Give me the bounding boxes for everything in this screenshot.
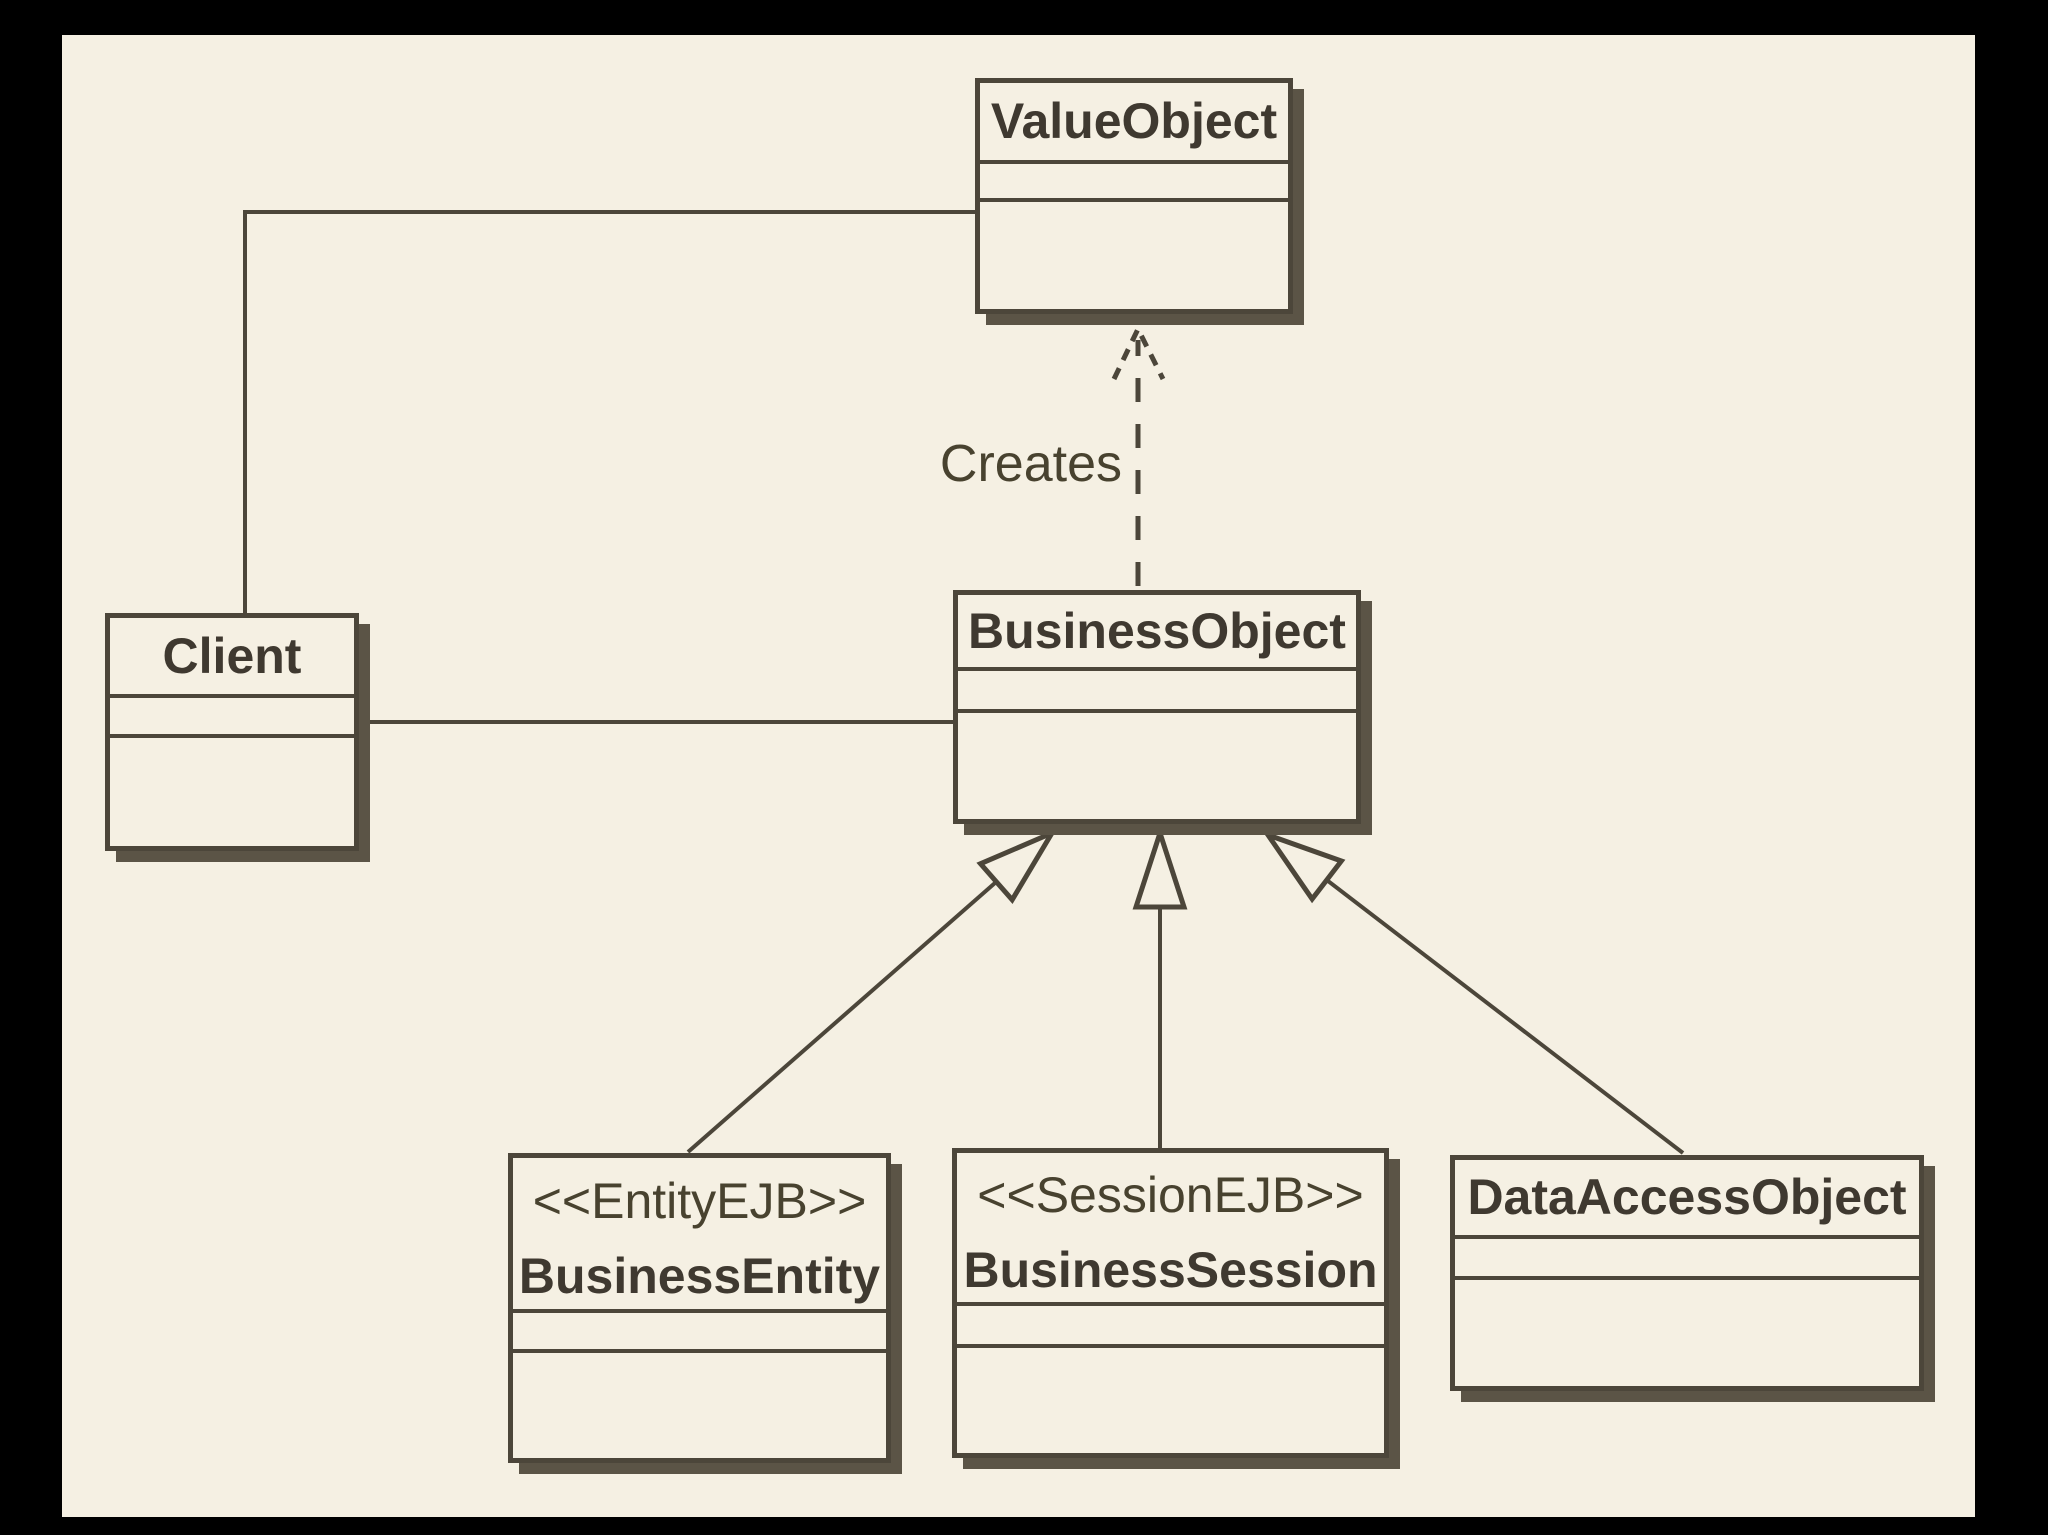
association-client-valueobject	[243, 210, 975, 613]
attributes-compartment	[110, 698, 354, 738]
class-stereotype: <<SessionEJB>>	[977, 1167, 1364, 1223]
dependency-arrowhead-icon	[1111, 323, 1166, 381]
operations-compartment	[958, 713, 1356, 819]
operations-compartment	[110, 738, 354, 846]
attributes-compartment	[980, 164, 1288, 202]
class-title-compartment: DataAccessObject	[1455, 1160, 1919, 1239]
operations-compartment	[1455, 1280, 1919, 1386]
class-title-compartment: <<EntityEJB>> BusinessEntity	[513, 1158, 886, 1313]
class-title-compartment: BusinessObject	[958, 595, 1356, 671]
class-dataaccessobject: DataAccessObject	[1450, 1155, 1924, 1391]
attributes-compartment	[958, 671, 1356, 713]
attributes-compartment	[957, 1306, 1384, 1348]
class-title-compartment: Client	[110, 618, 354, 698]
operations-compartment	[513, 1353, 886, 1458]
class-name: BusinessSession	[963, 1241, 1378, 1298]
class-businesssession: <<SessionEJB>> BusinessSession	[952, 1148, 1389, 1458]
attributes-compartment	[513, 1313, 886, 1353]
generalization-businessentity-businessobject	[686, 833, 1052, 1154]
class-name: Client	[162, 627, 302, 684]
class-client: Client	[105, 613, 359, 851]
class-title-compartment: <<SessionEJB>> BusinessSession	[957, 1153, 1384, 1306]
class-businessentity: <<EntityEJB>> BusinessEntity	[508, 1153, 891, 1463]
class-businessobject: BusinessObject	[953, 590, 1361, 824]
creates-label: Creates	[939, 435, 1122, 493]
class-name: BusinessObject	[968, 602, 1346, 659]
class-title-compartment: ValueObject	[980, 83, 1288, 164]
class-name: ValueObject	[990, 93, 1278, 150]
class-stereotype: <<EntityEJB>>	[532, 1173, 867, 1229]
generalization-dataaccessobject-businessobject	[1268, 835, 1685, 1155]
class-valueobject: ValueObject	[975, 78, 1293, 314]
class-name: DataAccessObject	[1467, 1169, 1907, 1226]
operations-compartment	[980, 202, 1288, 309]
attributes-compartment	[1455, 1239, 1919, 1280]
class-name: BusinessEntity	[518, 1247, 881, 1304]
operations-compartment	[957, 1348, 1384, 1453]
